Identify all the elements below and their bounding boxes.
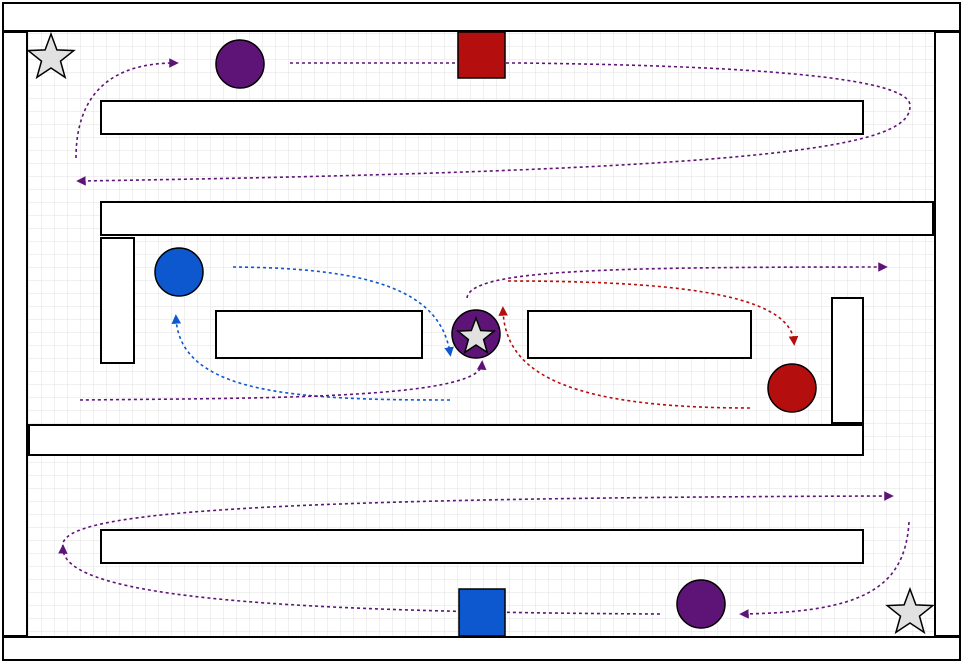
wall-left [2, 31, 28, 637]
wall-row-2 [100, 201, 934, 236]
red-square [457, 31, 506, 79]
wall-center-left [215, 310, 423, 359]
purple-path-middle-top [466, 262, 888, 299]
star-top-left-icon [26, 31, 76, 80]
purple-path-middle-bottom [79, 360, 487, 401]
blue-circle [154, 247, 204, 297]
wall-left-pillar [100, 237, 135, 364]
wall-right-pillar [831, 297, 864, 424]
red-path-lower [498, 306, 751, 409]
blue-path-lower [171, 314, 451, 401]
wall-bottom [2, 636, 961, 661]
wall-row-4 [100, 529, 864, 564]
blue-square [458, 588, 506, 637]
inner-walls [28, 100, 934, 564]
stars [26, 31, 935, 635]
wall-right [934, 31, 961, 637]
purple-path-bottom-top [61, 491, 894, 549]
wall-center-right [527, 310, 752, 359]
blue-path-middle [232, 266, 454, 357]
purple-path-bottom-left [58, 544, 661, 615]
star-bottom-right-icon [885, 586, 935, 635]
purple-circle-bottom [676, 579, 726, 629]
purple-path-bottom-right [739, 521, 910, 619]
red-circle [767, 363, 817, 413]
purple-circle-top [215, 39, 265, 89]
star-center-icon [455, 315, 497, 355]
wall-row-3 [28, 424, 864, 456]
red-path-middle [507, 280, 799, 346]
wall-top [2, 2, 961, 32]
paths [58, 58, 911, 619]
wall-row-1 [100, 100, 864, 135]
pieces [154, 31, 817, 637]
